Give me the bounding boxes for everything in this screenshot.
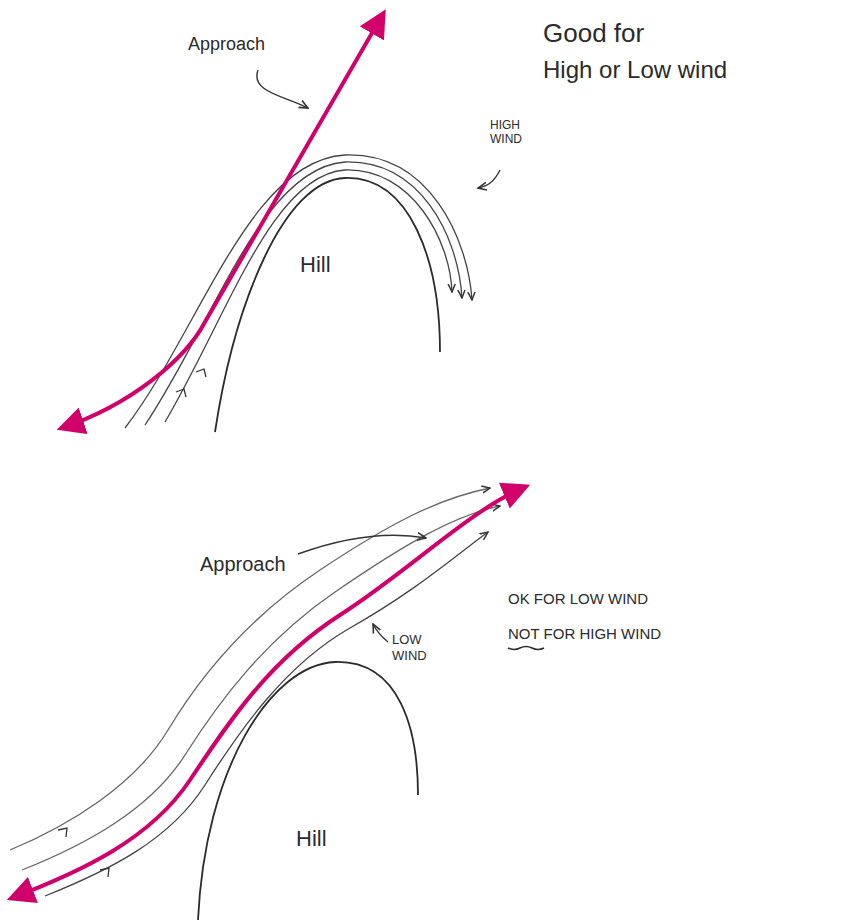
wind-streamline — [165, 170, 452, 422]
flow-chevron — [196, 369, 206, 377]
hill-outline — [198, 662, 418, 920]
wind-streamline — [10, 488, 490, 850]
note: OK FOR LOW WIND — [508, 590, 648, 608]
underline — [508, 647, 544, 650]
hill-outline — [215, 178, 440, 432]
callout-label: Approach — [200, 552, 286, 576]
wind-streamline — [45, 532, 488, 896]
note: Good for — [543, 18, 644, 49]
wind-streamline — [145, 162, 462, 425]
wind-label: LOW WIND — [392, 632, 427, 663]
wind-label: HIGH WIND — [490, 118, 522, 147]
flow-chevron — [58, 828, 67, 837]
wind-streamline — [125, 155, 472, 428]
approach-path — [62, 14, 383, 428]
hill-label: Hill — [296, 826, 327, 852]
leader-arrow — [478, 170, 500, 188]
approach-path — [12, 487, 525, 898]
leader-arrow — [373, 624, 388, 642]
wind-streamline — [22, 506, 500, 870]
leader-arrow — [257, 70, 308, 108]
callout-label: Approach — [188, 34, 265, 56]
leader-arrow — [298, 535, 426, 554]
flow-chevron — [176, 389, 186, 397]
note: High or Low wind — [543, 56, 727, 85]
hill-label: Hill — [300, 252, 331, 278]
flow-chevron — [100, 868, 109, 877]
note: NOT FOR HIGH WIND — [508, 625, 661, 643]
